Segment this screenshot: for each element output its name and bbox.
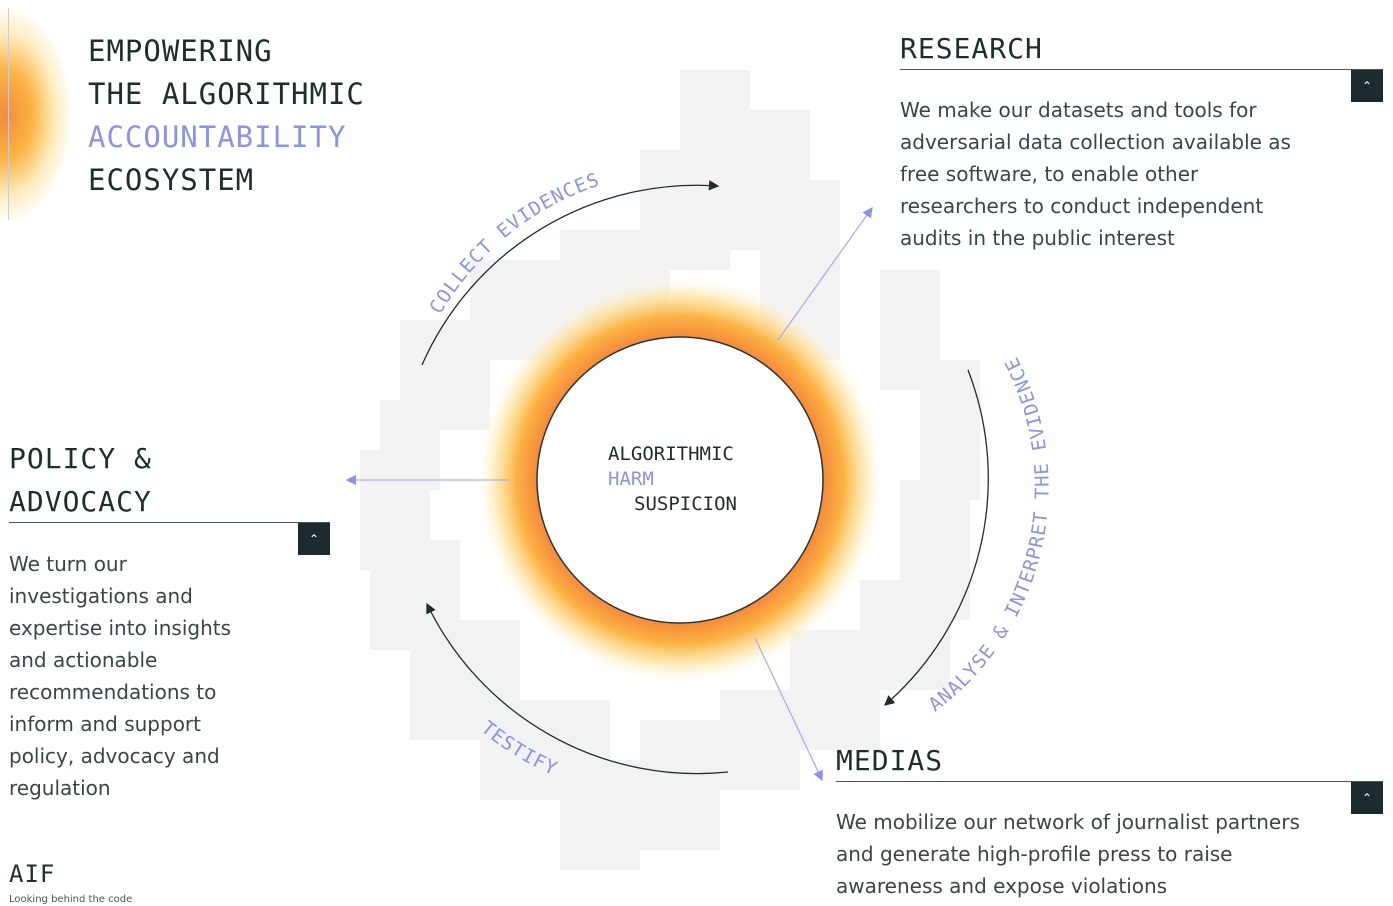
collect-label-path: COLLECT EVIDENCES — [425, 169, 601, 318]
policy-line-1: We turn our — [9, 552, 127, 576]
testify-arrow — [426, 602, 729, 775]
center-label: ALGORITHMIC HARM SUSPICION — [600, 442, 760, 517]
hero-title: EMPOWERING THE ALGORITHMIC ACCOUNTABILIT… — [88, 30, 365, 202]
medias-body: We mobilize our network of journalist pa… — [836, 806, 1356, 902]
policy-heading: POLICY & ADVOCACY — [9, 437, 152, 523]
hero-line-4: ECOSYSTEM — [88, 163, 255, 197]
collect-arrow — [421, 180, 720, 366]
center-line-1: ALGORITHMIC — [608, 443, 734, 465]
research-line-4: researchers to conduct independent — [900, 194, 1264, 218]
hero-line-3: ACCOUNTABILITY — [88, 120, 347, 154]
medias-connector — [754, 637, 823, 782]
research-line-3: free software, to enable other — [900, 162, 1199, 186]
research-line-1: We make our datasets and tools for — [900, 98, 1257, 122]
hero-line-1: EMPOWERING — [88, 34, 273, 68]
analyse-label-path: ANALYSE & INTERPRET THE EVIDENCE — [925, 353, 1053, 716]
research-toggle-button[interactable]: ⌃ — [1351, 70, 1383, 102]
policy-rule — [9, 522, 330, 523]
analyse-arrow — [884, 369, 989, 706]
policy-body: We turn our investigations and expertise… — [9, 548, 289, 804]
research-connector — [777, 206, 873, 341]
policy-heading-line-2: ADVOCACY — [9, 485, 152, 518]
research-body: We make our datasets and tools for adver… — [900, 94, 1340, 254]
medias-heading: MEDIAS — [836, 744, 944, 777]
research-line-5: audits in the public interest — [900, 226, 1175, 250]
policy-line-5: recommendations to — [9, 680, 217, 704]
medias-rule — [836, 781, 1383, 782]
policy-line-6: inform and support — [9, 712, 201, 736]
center-line-2: HARM — [608, 468, 654, 490]
testify-label-path: TESTIFY — [477, 717, 560, 780]
brand-logo[interactable]: AIF — [9, 860, 56, 888]
hero-line-2: THE ALGORITHMIC — [88, 77, 365, 111]
policy-toggle-button[interactable]: ⌃ — [298, 523, 330, 555]
medias-line-3: awareness and expose violations — [836, 874, 1168, 898]
policy-line-3: expertise into insights — [9, 616, 232, 640]
testify-label: TESTIFY — [477, 717, 561, 780]
research-heading: RESEARCH — [900, 32, 1043, 65]
research-line-2: adversarial data collection available as — [900, 130, 1291, 154]
center-circle — [536, 336, 824, 624]
medias-line-2: and generate high-profile press to raise — [836, 842, 1233, 866]
analyse-label: ANALYSE & INTERPRET THE EVIDENCE — [925, 353, 1054, 716]
brand-tagline: Looking behind the code — [9, 894, 133, 905]
medias-toggle-button[interactable]: ⌃ — [1351, 782, 1383, 814]
chevron-up-icon: ⌃ — [308, 532, 320, 546]
collect-label: COLLECT EVIDENCES — [425, 169, 602, 318]
policy-heading-line-1: POLICY & — [9, 442, 152, 475]
left-divider — [8, 8, 9, 220]
policy-line-8: regulation — [9, 776, 111, 800]
policy-line-4: and actionable — [9, 648, 158, 672]
research-rule — [900, 69, 1383, 70]
chevron-up-icon: ⌃ — [1361, 79, 1373, 93]
chevron-up-icon: ⌃ — [1361, 791, 1373, 805]
medias-line-1: We mobilize our network of journalist pa… — [836, 810, 1300, 834]
center-line-3: SUSPICION — [634, 493, 737, 515]
policy-line-7: policy, advocacy and — [9, 744, 220, 768]
policy-line-2: investigations and — [9, 584, 193, 608]
